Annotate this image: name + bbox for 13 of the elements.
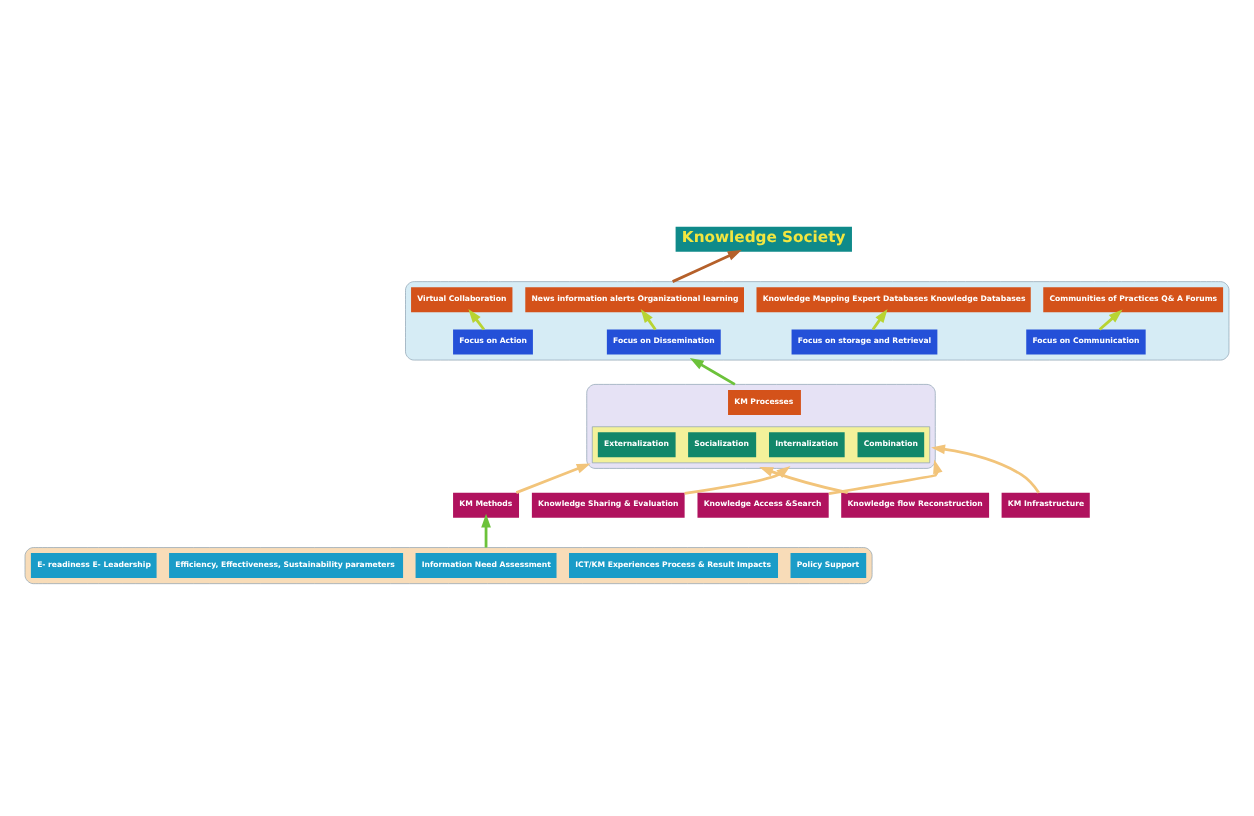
arrow xyxy=(828,459,943,495)
cluster xyxy=(591,426,931,464)
arrow xyxy=(515,463,591,494)
arrow xyxy=(1098,309,1123,331)
arrow xyxy=(759,466,848,495)
arrow xyxy=(672,250,742,283)
arrow xyxy=(481,513,491,548)
cluster xyxy=(586,384,936,469)
arrow xyxy=(689,357,736,386)
arrow xyxy=(684,465,791,495)
arrow xyxy=(931,444,1040,494)
cluster xyxy=(405,281,1230,361)
cluster xyxy=(24,547,873,584)
